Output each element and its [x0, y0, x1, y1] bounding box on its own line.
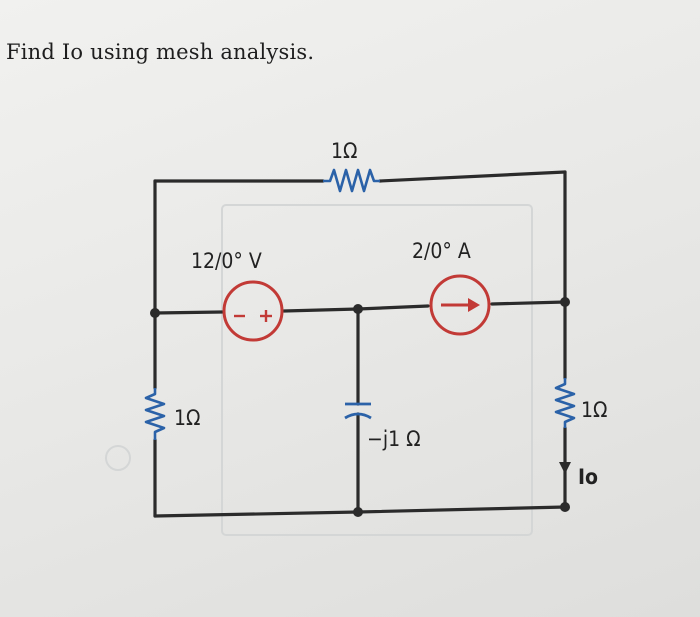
output-current-arrow — [559, 462, 571, 474]
background-ghost — [105, 204, 533, 536]
node-center-mid — [353, 304, 363, 314]
node-right-mid — [560, 297, 570, 307]
node-left-mid — [150, 308, 160, 318]
middle-wire — [153, 300, 567, 315]
output-current-label: Io — [578, 465, 598, 489]
node-right-bottom — [560, 502, 570, 512]
left-resistor-label: 1Ω — [174, 406, 200, 430]
right-resistor — [554, 378, 576, 428]
node-center-bottom — [353, 507, 363, 517]
problem-statement: Find Io using mesh analysis. — [6, 40, 315, 64]
current-source-label: 2/0° A — [412, 239, 471, 263]
junction-dots — [150, 297, 570, 517]
current-source — [429, 274, 491, 336]
voltage-source-label: 12/0° V — [191, 249, 262, 273]
bottom-wire — [153, 505, 567, 518]
top-resistor-label: 1Ω — [331, 139, 357, 163]
voltage-source — [222, 280, 284, 342]
top-wire — [153, 170, 567, 315]
top-resistor — [323, 168, 380, 193]
capacitor — [344, 402, 372, 420]
left-resistor — [144, 388, 166, 440]
right-resistor-label: 1Ω — [581, 398, 607, 422]
capacitor-label: −j1 Ω — [367, 427, 421, 451]
